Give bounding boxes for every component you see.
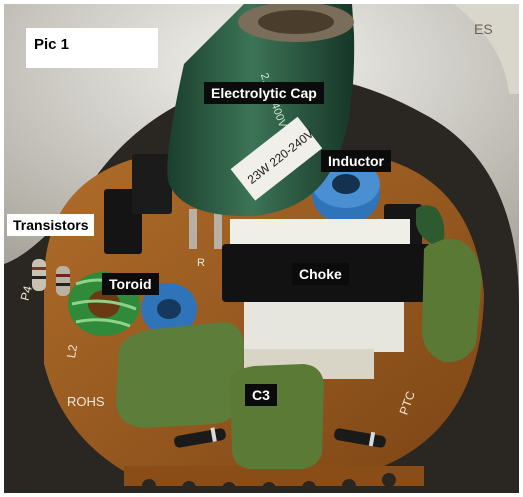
housing-text: ES bbox=[474, 21, 493, 37]
blue-bobbin bbox=[141, 283, 197, 335]
capacitor-sticker bbox=[230, 116, 323, 201]
label-toroid: Toroid bbox=[102, 273, 159, 295]
label-electrolytic-cap: Electrolytic Cap bbox=[204, 82, 324, 104]
housing-rim bbox=[454, 4, 519, 94]
photo-frame: ES bbox=[4, 4, 519, 493]
label-transistors: Transistors bbox=[7, 214, 95, 236]
plastic-housing-bowl bbox=[4, 4, 519, 304]
pcb-print-l2: L2 bbox=[64, 343, 80, 359]
pcb-print-rohs: ROHS bbox=[67, 394, 105, 409]
diodes bbox=[174, 427, 386, 448]
board-edge-pads bbox=[142, 473, 396, 493]
label-inductor: Inductor bbox=[321, 150, 391, 172]
resistors bbox=[32, 259, 70, 296]
caption-pic-1: Pic 1 bbox=[26, 28, 158, 68]
pcb-print-r: R bbox=[197, 257, 205, 269]
label-choke: Choke bbox=[292, 263, 349, 285]
label-c3: C3 bbox=[245, 384, 277, 406]
electrolytic-capacitor: 2.2μF 400V 23W 220-240V bbox=[167, 4, 355, 249]
pcb-print-p4: P4 bbox=[18, 284, 35, 302]
lamp-circuit-photo: ES bbox=[4, 4, 519, 493]
